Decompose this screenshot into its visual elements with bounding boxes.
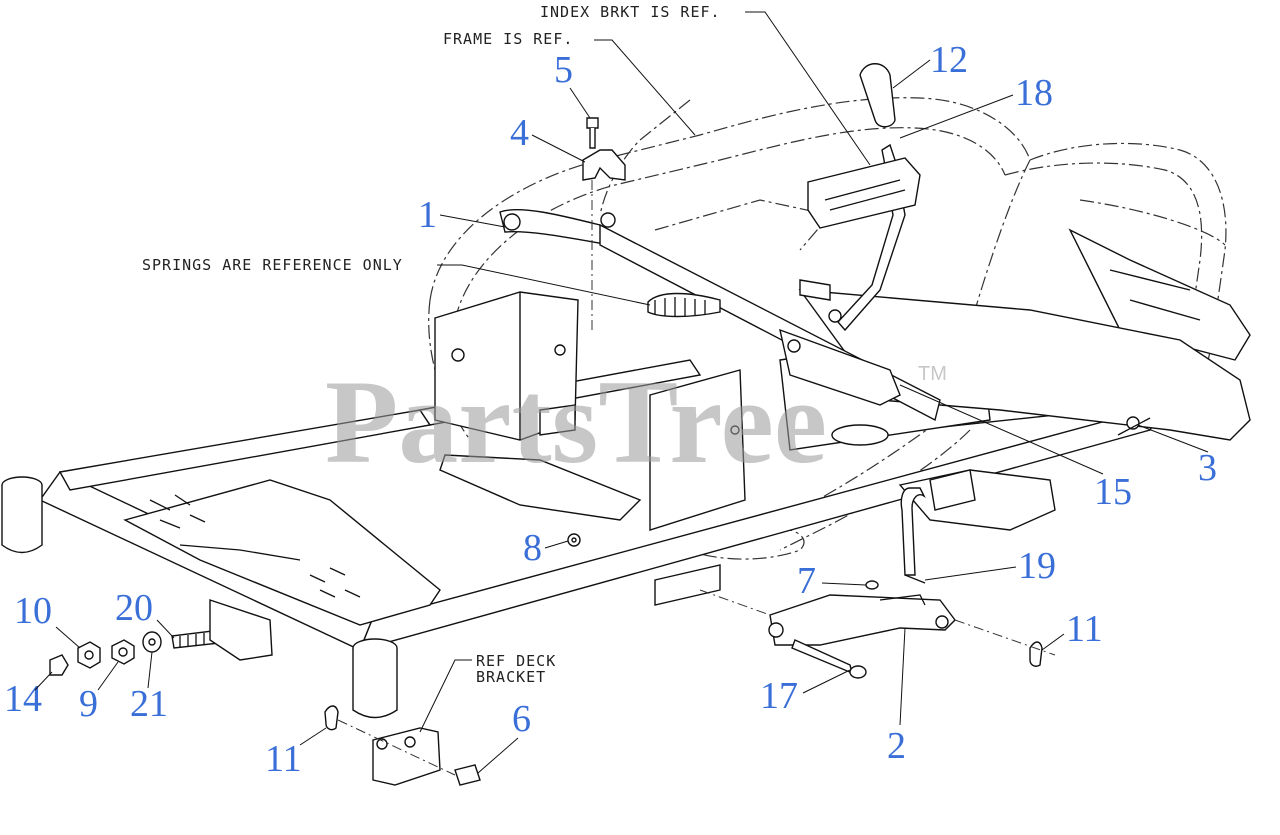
callout-21: 21	[130, 683, 168, 725]
callout-11-left: 11	[265, 738, 302, 780]
callout-1: 1	[418, 194, 437, 236]
callouts: 1 2 3 4 5 6 7 8 9 10 11 11 12 14 15 17 1	[4, 39, 1217, 780]
note-springs: SPRINGS ARE REFERENCE ONLY	[142, 256, 403, 274]
note-ref-deck-line1: REF DECK	[476, 652, 556, 670]
callout-19: 19	[1018, 545, 1056, 587]
foot-plate	[123, 479, 441, 626]
reference-notes: INDEX BRKT IS REF. FRAME IS REF. SPRINGS…	[142, 3, 871, 733]
callout-11-right: 11	[1066, 608, 1103, 650]
callout-7: 7	[797, 560, 816, 602]
callout-14: 14	[4, 678, 42, 720]
note-index-bracket: INDEX BRKT IS REF.	[540, 3, 721, 21]
deck-lift-parts	[654, 469, 1056, 679]
callout-8: 8	[523, 527, 542, 569]
callout-20: 20	[115, 587, 153, 629]
callout-18: 18	[1015, 72, 1053, 114]
note-ref-deck-line2: BRACKET	[476, 668, 546, 686]
watermark: PartsTree TM	[325, 355, 947, 488]
note-frame: FRAME IS REF.	[443, 30, 573, 48]
callout-5: 5	[554, 49, 573, 91]
control-shaft	[499, 63, 1151, 436]
callout-10: 10	[14, 590, 52, 632]
watermark-text: PartsTree	[325, 355, 827, 488]
watermark-tm: TM	[918, 363, 947, 385]
callout-2: 2	[887, 725, 906, 767]
callout-6: 6	[512, 698, 531, 740]
callout-17: 17	[760, 675, 798, 717]
callout-3: 3	[1198, 447, 1217, 489]
callout-4: 4	[510, 112, 529, 154]
callout-12: 12	[930, 39, 968, 81]
callout-9: 9	[79, 683, 98, 725]
callout-15: 15	[1094, 471, 1132, 513]
front-hardware	[49, 533, 581, 786]
